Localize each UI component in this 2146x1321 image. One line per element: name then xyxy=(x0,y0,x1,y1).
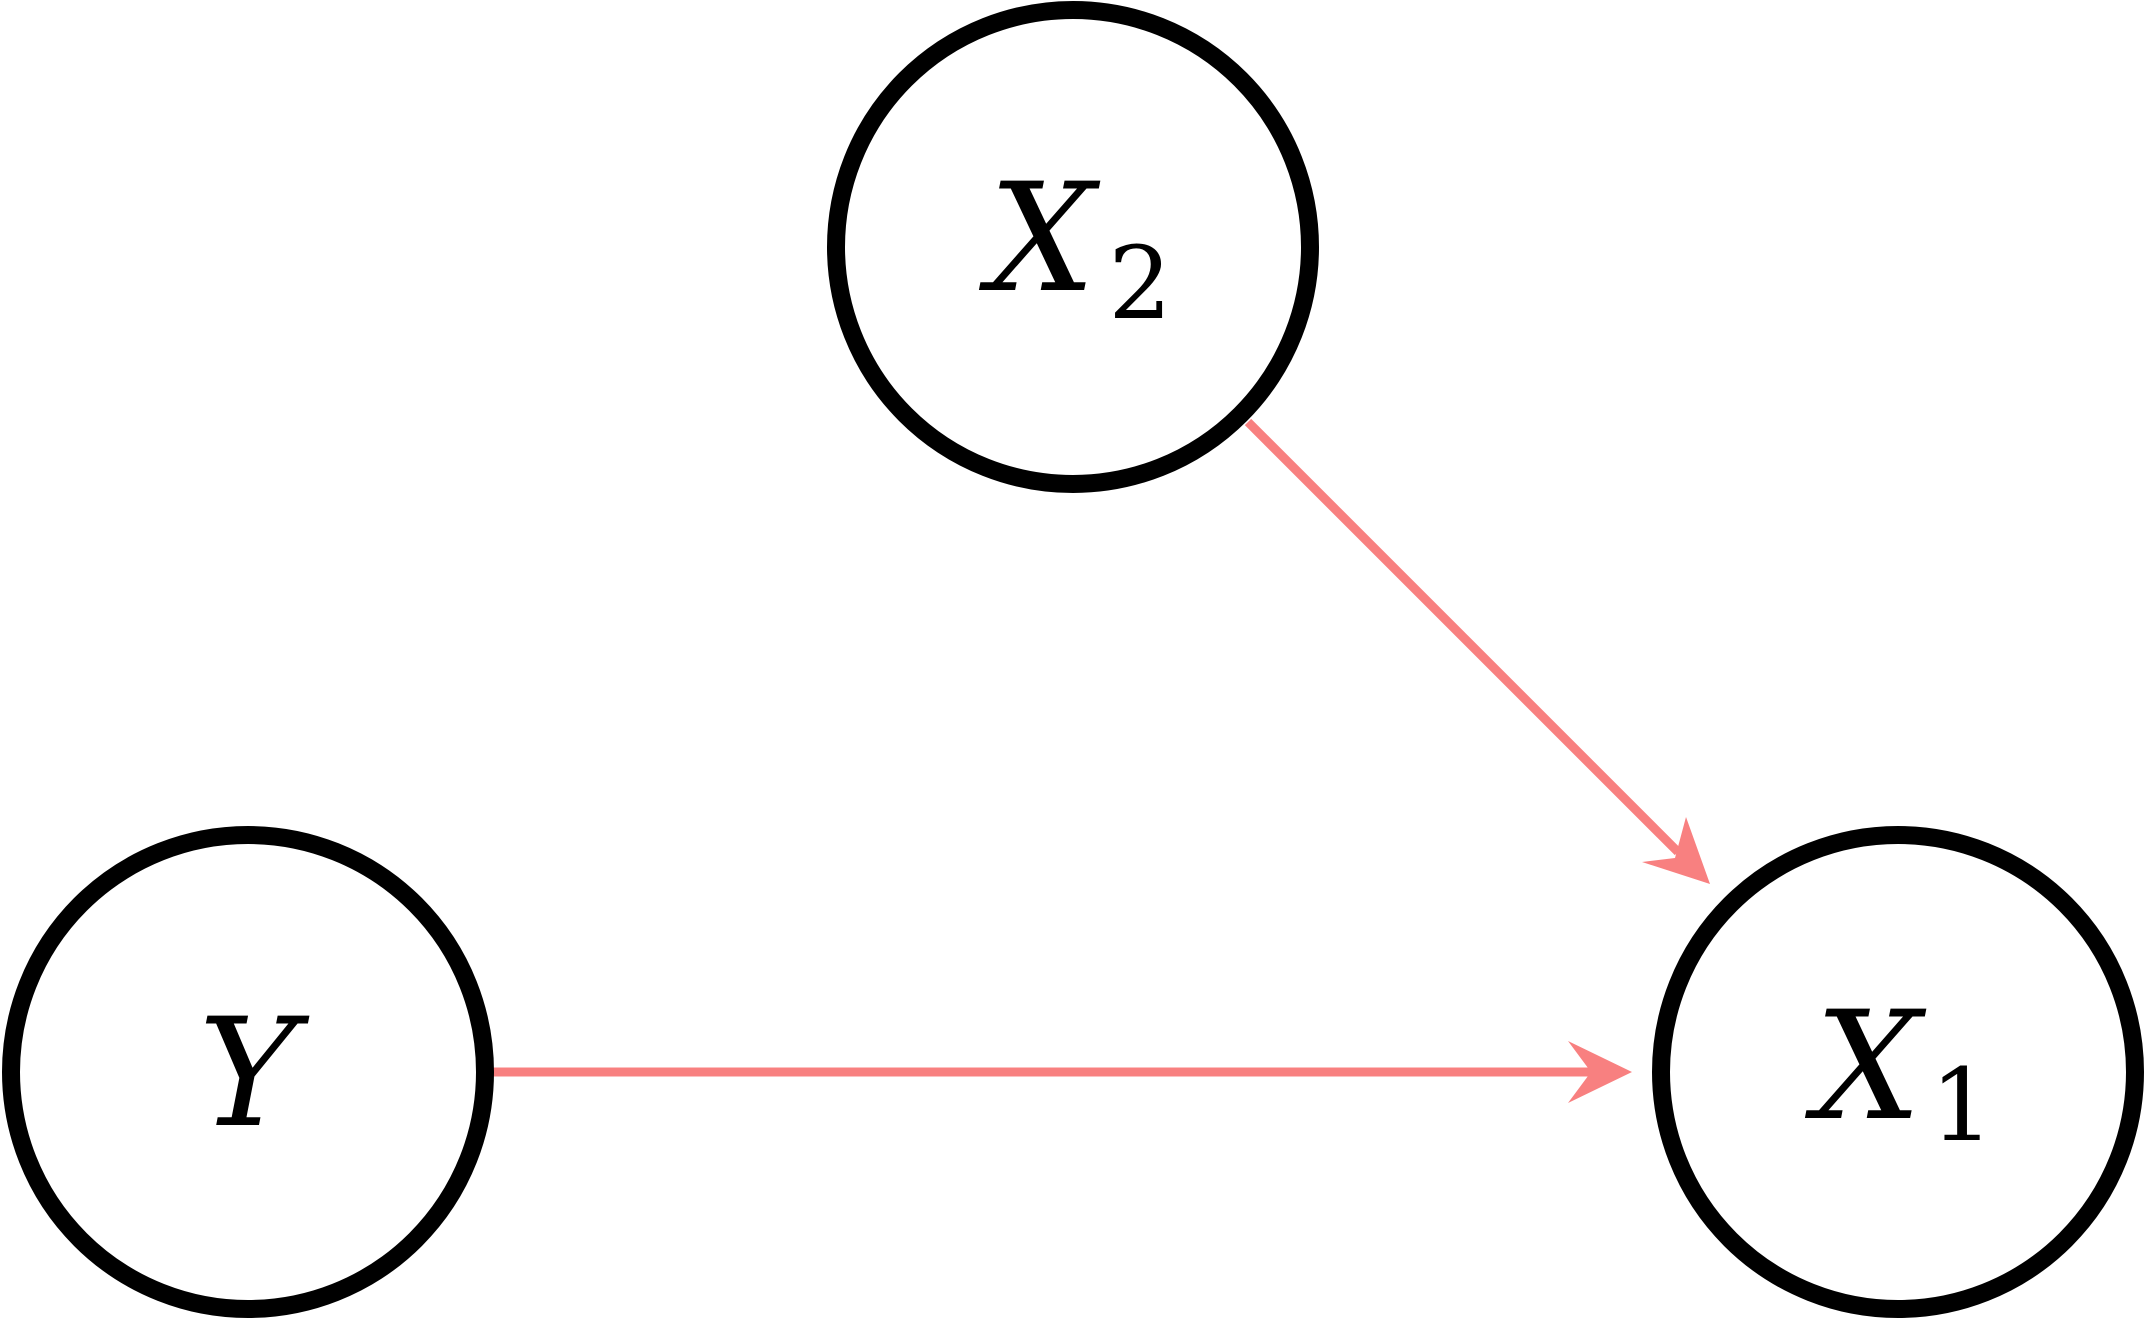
edge-x2-to-x1 xyxy=(1244,418,1710,884)
node-x2: X 2 xyxy=(827,1,1319,493)
node-x2-label: X xyxy=(979,152,1101,326)
node-y: Y xyxy=(2,826,494,1318)
node-x1-label: X xyxy=(1805,980,1927,1154)
node-x1: X 1 xyxy=(1652,826,2144,1318)
node-x1-subscript: 1 xyxy=(1930,1047,1994,1164)
node-y-label: Y xyxy=(198,987,309,1161)
node-x2-letter: X xyxy=(979,152,1101,326)
node-x2-subscript: 2 xyxy=(1108,225,1172,342)
edge-y-to-x1 xyxy=(493,1041,1632,1103)
